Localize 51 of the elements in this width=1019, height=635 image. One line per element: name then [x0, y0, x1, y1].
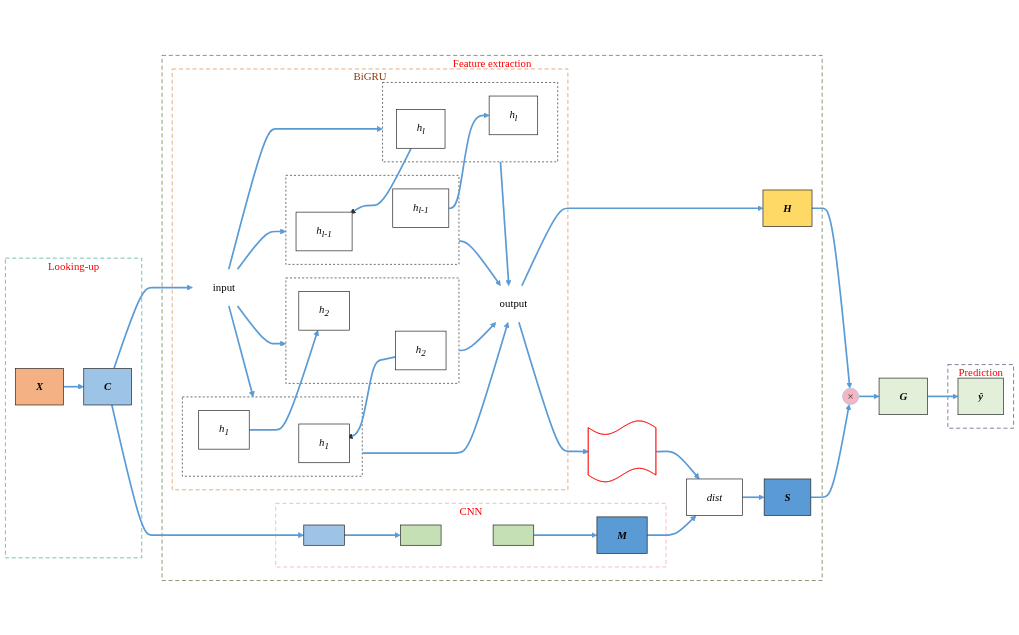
node-box: h$_{l-1}$	[295, 211, 353, 251]
node-box: h$_{2}$	[395, 330, 447, 370]
node-box: h$_{2}$	[298, 290, 350, 331]
arrow	[809, 403, 852, 498]
node-text: input	[212, 281, 236, 293]
node-box: X	[15, 367, 64, 405]
node-box: h$_{l}$	[488, 95, 539, 135]
arrow	[447, 111, 490, 209]
node-box	[492, 524, 535, 546]
cluster	[182, 396, 363, 477]
arrow	[499, 160, 512, 286]
arrow	[349, 146, 412, 214]
node-box: C	[83, 367, 132, 405]
arrow	[458, 321, 497, 351]
arrow	[236, 304, 287, 347]
node-box: M	[596, 516, 648, 554]
arrow	[248, 329, 320, 431]
node-box: h$_{1}$	[298, 423, 350, 463]
arrow	[228, 304, 255, 397]
arrow	[655, 450, 700, 479]
arrow	[646, 514, 697, 536]
node-box: ŷ	[957, 377, 1004, 415]
arrow	[62, 383, 84, 390]
arrow	[343, 531, 401, 538]
node-box	[303, 524, 345, 546]
node-picture	[587, 420, 657, 482]
node-text: output	[499, 297, 528, 309]
node-box: h$_{l}$	[396, 108, 446, 149]
arrow	[518, 321, 589, 454]
arrow	[532, 531, 598, 538]
arrow	[236, 228, 287, 270]
cluster	[285, 277, 460, 384]
arrow	[227, 125, 383, 270]
node-box: h$_{l-1}$	[392, 188, 450, 228]
cluster	[382, 81, 559, 162]
arrow	[458, 239, 501, 286]
arrow	[521, 204, 764, 287]
node-box: G	[878, 377, 928, 415]
node-box: H	[762, 189, 813, 227]
cluster	[285, 174, 460, 265]
node-box: dist	[686, 478, 743, 516]
arrow	[113, 284, 193, 369]
arrow	[111, 403, 305, 538]
arrow	[811, 206, 853, 389]
node-circle: ×	[842, 387, 860, 405]
node-box: h$_{1}$	[198, 409, 250, 450]
node-box: S	[763, 478, 812, 516]
arrow	[741, 493, 765, 500]
arrow	[361, 321, 510, 454]
arrow	[926, 392, 959, 399]
node-box	[400, 524, 442, 546]
